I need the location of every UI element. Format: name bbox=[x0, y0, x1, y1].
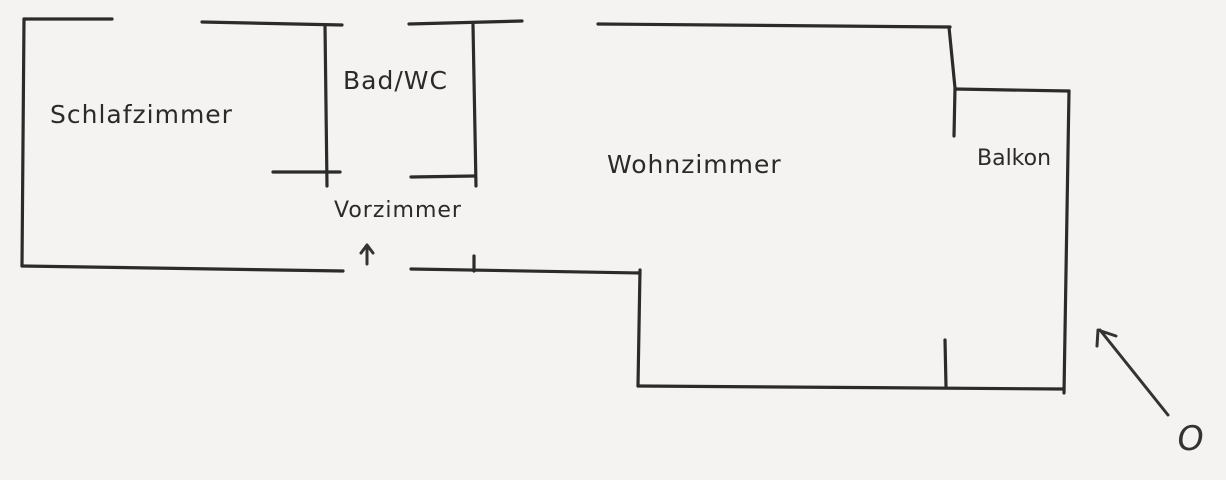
wall-balkon-top bbox=[953, 87, 1071, 93]
up-arrow-icon bbox=[359, 243, 375, 266]
orientation-label: O bbox=[1174, 419, 1207, 459]
room-label-vorzimmer: Vorzimmer bbox=[334, 198, 462, 223]
wall-wohnzimmer-bottom bbox=[636, 384, 1064, 391]
wall-wohnzimmer-right-upper bbox=[947, 25, 957, 138]
room-label-wohnzimmer: Wohnzimmer bbox=[607, 150, 782, 179]
wall-bad-right bbox=[471, 23, 478, 188]
wall-schlafzimmer-bad bbox=[323, 23, 329, 188]
wall-schlafzimmer-top-right bbox=[200, 20, 344, 27]
room-label-schlafzimmer: Schlafzimmer bbox=[50, 100, 233, 129]
wall-balkon-right bbox=[1062, 89, 1071, 395]
orientation-arrow-icon bbox=[1095, 328, 1170, 417]
room-label-bad: Bad/WC bbox=[343, 66, 448, 95]
wall-balkon-divider-stub bbox=[943, 338, 948, 388]
wall-wohnzimmer-left bbox=[636, 268, 642, 388]
wall-bad-top bbox=[407, 19, 524, 26]
wall-bottom-left bbox=[20, 264, 345, 273]
wall-schlafzimmer-left bbox=[20, 17, 26, 268]
wall-entrance-right bbox=[409, 267, 642, 275]
room-label-balkon: Balkon bbox=[977, 146, 1052, 171]
wall-wohnzimmer-top bbox=[596, 22, 952, 29]
wall-bad-bottom bbox=[409, 174, 476, 179]
